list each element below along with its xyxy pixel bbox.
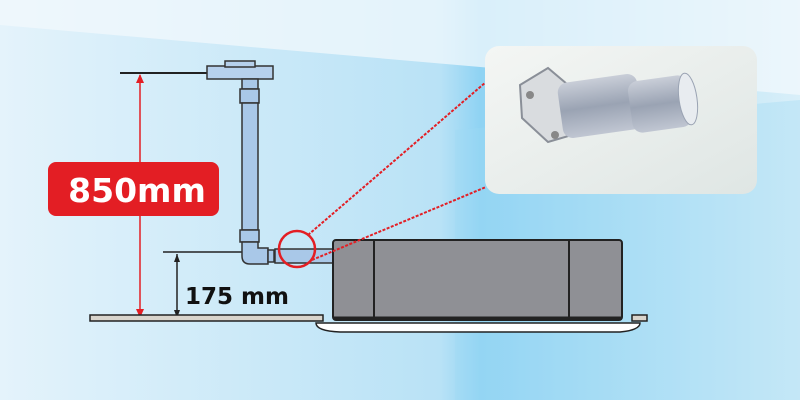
drain-pipe <box>206 60 334 265</box>
ceiling-board <box>89 314 648 322</box>
drain-bracket-photo <box>485 46 757 194</box>
cassette-indoor-unit <box>315 239 641 333</box>
max-height-label: 850mm <box>68 171 206 210</box>
drain-height-label: 175 mm <box>185 284 289 310</box>
max-height-dimension: 850mm <box>48 72 245 318</box>
max-height-badge <box>48 162 219 216</box>
drain-height-dimension: 175 mm <box>163 251 357 318</box>
decoration-panel <box>315 322 641 333</box>
zoom-callout <box>277 81 487 269</box>
